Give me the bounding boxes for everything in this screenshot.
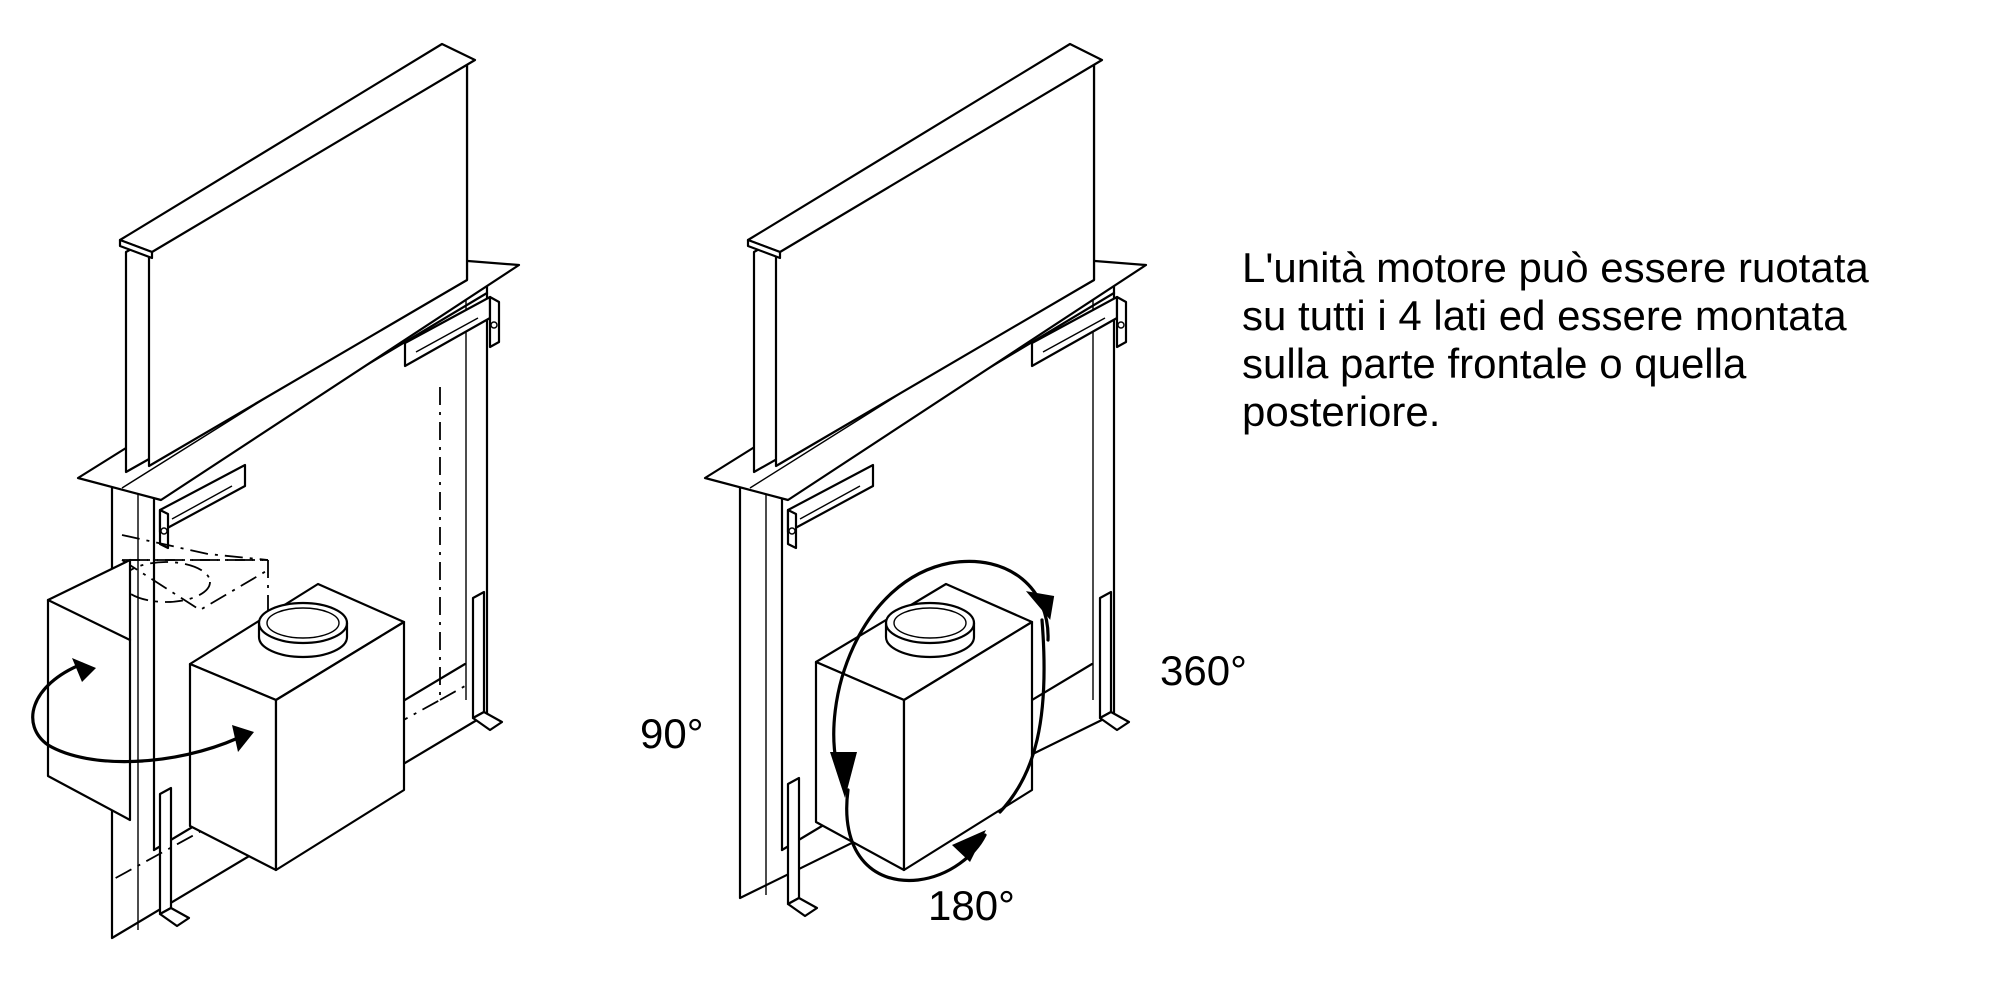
left-motor-box	[188, 582, 406, 872]
angle-label-90: 90°	[640, 710, 704, 757]
description-line: L'unità motore può essere ruotata	[1242, 244, 1869, 291]
circular-rotation-arrows-icon	[830, 559, 1055, 883]
right-brackets	[786, 295, 1131, 918]
left-hood-unit	[31, 42, 521, 940]
left-brackets	[158, 295, 504, 928]
right-glass-panel	[746, 42, 1104, 474]
description-line: su tutti i 4 lati ed essere montata	[1242, 292, 1847, 339]
left-glass-panel	[118, 42, 477, 474]
description-text: L'unità motore può essere ruotata su tut…	[1242, 244, 1982, 436]
description-line: posteriore.	[1242, 388, 1441, 435]
right-hood-unit	[703, 42, 1148, 918]
right-motor-box	[814, 582, 1034, 872]
description-line: sulla parte frontale o quella	[1242, 340, 1747, 387]
angle-label-360: 360°	[1160, 647, 1247, 694]
angle-label-180: 180°	[928, 882, 1015, 929]
curved-rotation-arrow-icon	[31, 658, 254, 764]
